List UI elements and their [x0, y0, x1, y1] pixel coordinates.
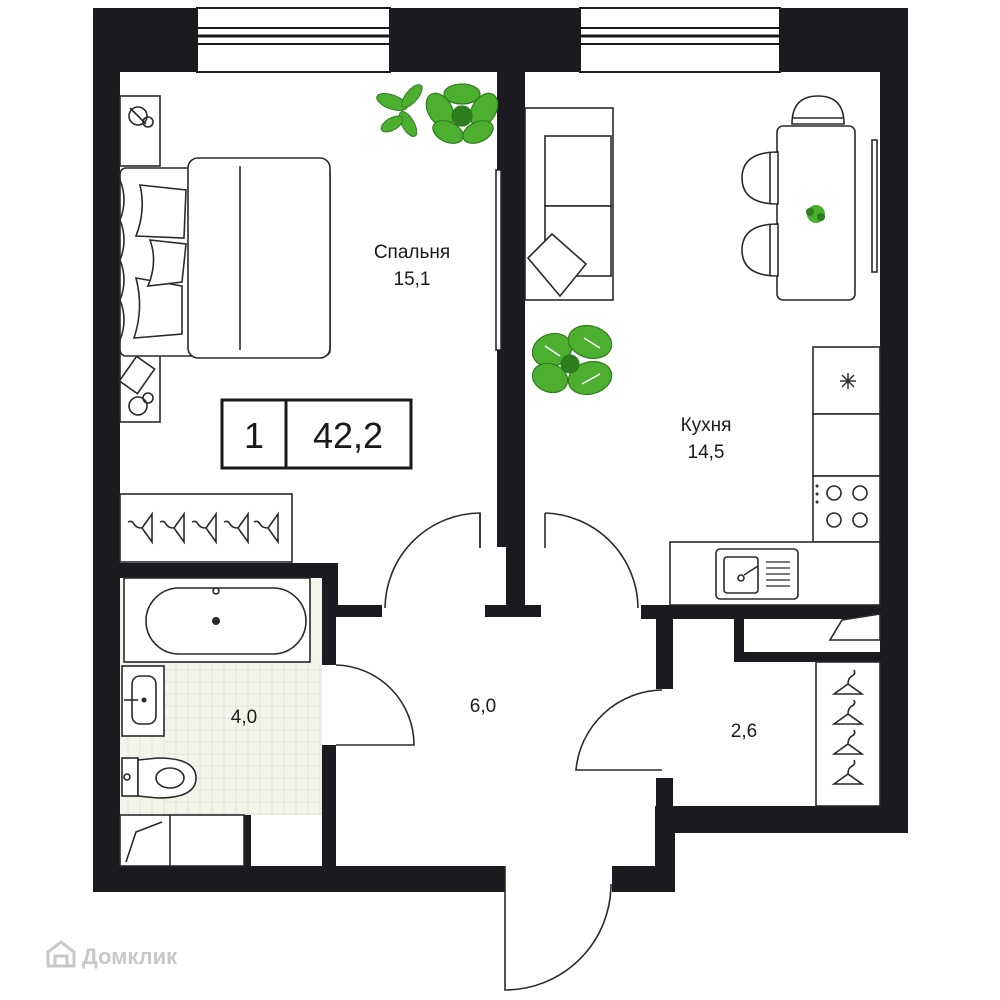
hanger-icon — [831, 759, 865, 785]
bedroom-name: Спальня — [374, 242, 450, 263]
hanger-icon — [253, 511, 279, 545]
cabinet-icon — [828, 613, 881, 641]
total-area: 42,2 — [313, 415, 383, 456]
kitchen-counter-icon — [669, 346, 881, 606]
plant-monstera-icon — [531, 324, 613, 396]
hanger-icon — [831, 669, 865, 695]
summary-box: 1 42,2 — [220, 398, 413, 470]
storage-area: 2,6 — [731, 721, 757, 742]
watermark-text: Домклик — [82, 944, 178, 969]
toilet-icon — [121, 757, 197, 799]
bathroom-area: 4,0 — [231, 707, 257, 728]
wardrobe-bedroom-icon — [119, 493, 293, 563]
table-plant-icon — [806, 205, 825, 223]
plant-small-icon — [376, 84, 423, 137]
kitchen-label: Кухня 14,5 — [681, 415, 732, 463]
bath-cabinet-icon — [119, 814, 245, 867]
watermark: Домклик — [46, 940, 178, 969]
sink-icon — [715, 548, 799, 600]
washbasin-icon — [121, 665, 165, 737]
hanger-icon — [127, 511, 153, 545]
bathtub-icon — [123, 577, 311, 663]
plant-large-icon — [425, 83, 499, 144]
hanger-icon — [159, 511, 185, 545]
hanger-icon — [831, 699, 865, 725]
hanger-icon — [223, 511, 249, 545]
kitchen-area: 14,5 — [688, 442, 725, 463]
bed-icon — [119, 157, 331, 359]
hanger-icon — [191, 511, 217, 545]
hallway-area: 6,0 — [470, 696, 496, 717]
doors — [335, 512, 663, 991]
rooms-count: 1 — [244, 415, 264, 456]
watermark-logo-icon — [46, 940, 76, 968]
kitchen-name: Кухня — [681, 415, 732, 436]
bedroom-door-sliding-icon — [495, 169, 502, 351]
nightstand-bottom-icon — [118, 351, 161, 423]
bedroom-area: 15,1 — [394, 269, 431, 290]
hanger-icon — [831, 729, 865, 755]
window-right — [579, 7, 781, 73]
storage-wardrobe-icon — [815, 661, 881, 807]
sofa-icon — [524, 107, 614, 301]
window-left — [196, 7, 391, 73]
dining-table-icon — [741, 95, 856, 301]
nightstand-top-icon — [119, 95, 161, 167]
kitchen-door-sliding-icon — [871, 139, 878, 273]
bedroom-label: Спальня 15,1 — [374, 242, 450, 290]
walls — [93, 8, 908, 892]
